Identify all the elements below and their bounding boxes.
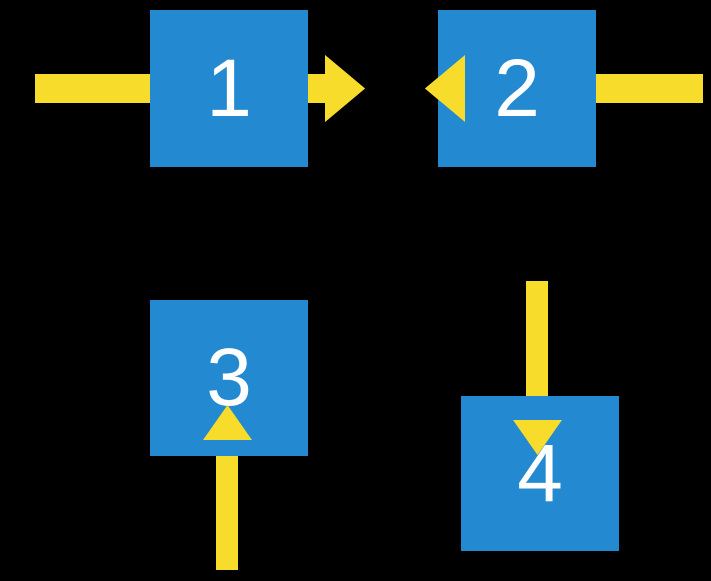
node-box-3[interactable]: 3 (150, 300, 308, 456)
node-label-1: 1 (206, 42, 252, 134)
node-label-4: 4 (517, 427, 563, 519)
arrow-up-into-node-3 (203, 405, 252, 570)
node-box-2[interactable]: 2 (438, 10, 596, 167)
node-box-4[interactable]: 4 (461, 396, 619, 551)
node-box-1[interactable]: 1 (150, 10, 308, 167)
node-label-2: 2 (494, 42, 540, 134)
node-label-3: 3 (206, 332, 252, 423)
arrow-down-into-node-4 (513, 281, 562, 455)
